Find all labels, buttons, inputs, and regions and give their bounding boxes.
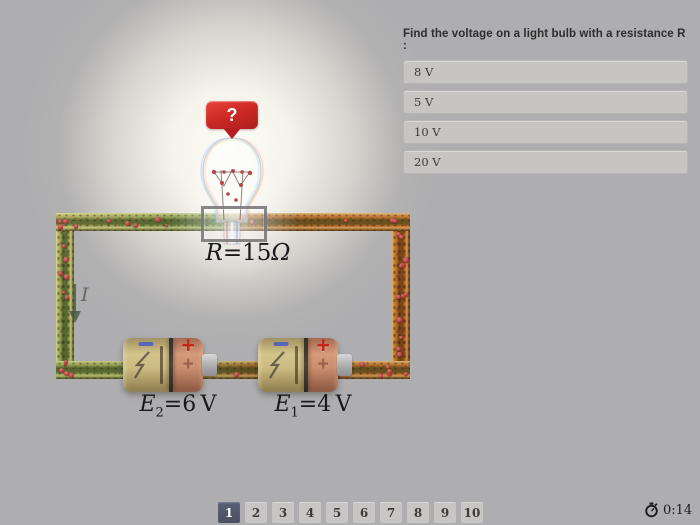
question-tooltip[interactable]: ? — [206, 101, 258, 129]
battery-cap — [202, 354, 217, 376]
page-button-8[interactable]: 8 — [407, 502, 429, 523]
plus-faint-icon: + — [182, 354, 194, 375]
answer-option-1[interactable]: 8 V — [403, 60, 688, 84]
electrode-line — [160, 346, 164, 384]
battery-e1: + + — [258, 338, 352, 392]
discharge-icon — [269, 351, 285, 379]
answer-option-4[interactable]: 20 V — [403, 150, 688, 174]
page-button-2[interactable]: 2 — [245, 502, 267, 523]
pagination: 1 2 3 4 5 6 7 8 9 10 — [218, 502, 483, 523]
page-button-10[interactable]: 10 — [461, 502, 483, 523]
page-button-7[interactable]: 7 — [380, 502, 402, 523]
battery-e2: + + — [123, 338, 217, 392]
electrode-line — [295, 346, 299, 384]
resistor-outline-box — [201, 206, 267, 242]
question-mark-label: ? — [226, 104, 238, 125]
battery-cap — [337, 354, 352, 376]
page-button-5[interactable]: 5 — [326, 502, 348, 523]
resistor-unit: Ω — [271, 240, 291, 266]
answer-option-3[interactable]: 10 V — [403, 120, 688, 144]
current-label: I — [81, 284, 89, 306]
question-tooltip-tail — [223, 128, 241, 139]
timer: 0:14 — [644, 502, 692, 518]
stopwatch-icon — [645, 502, 658, 518]
timer-value: 0:14 — [663, 502, 693, 518]
wire-left — [56, 213, 74, 379]
question-title: Find the voltage on a light bulb with a … — [403, 28, 686, 52]
battery-e2-label: E2=6 V — [139, 392, 217, 421]
minus-terminal-icon — [138, 342, 154, 346]
minus-terminal-icon — [273, 342, 289, 346]
answer-options: 8 V 5 V 10 V 20 V — [403, 60, 688, 174]
question-panel: Find the voltage on a light bulb with a … — [403, 28, 688, 174]
page-button-9[interactable]: 9 — [434, 502, 456, 523]
page-button-6[interactable]: 6 — [353, 502, 375, 523]
discharge-icon — [134, 351, 150, 379]
battery-e1-negative-side — [258, 338, 305, 392]
battery-e2-positive-side: + + — [173, 338, 203, 392]
answer-option-2[interactable]: 5 V — [403, 90, 688, 114]
page-button-4[interactable]: 4 — [299, 502, 321, 523]
plus-faint-icon: + — [317, 354, 329, 375]
wire-right — [392, 213, 410, 379]
resistor-value: =15 — [222, 240, 272, 266]
battery-e2-negative-side — [123, 338, 170, 392]
page-button-3[interactable]: 3 — [272, 502, 294, 523]
wire-bottom — [56, 361, 410, 379]
battery-e1-positive-side: + + — [308, 338, 338, 392]
filament-sparks — [211, 169, 253, 202]
battery-e1-label: E1=4 V — [274, 392, 352, 421]
resistor-symbol: R — [205, 240, 223, 266]
resistor-label: R=15Ω — [188, 240, 308, 266]
page-button-1[interactable]: 1 — [218, 502, 240, 523]
